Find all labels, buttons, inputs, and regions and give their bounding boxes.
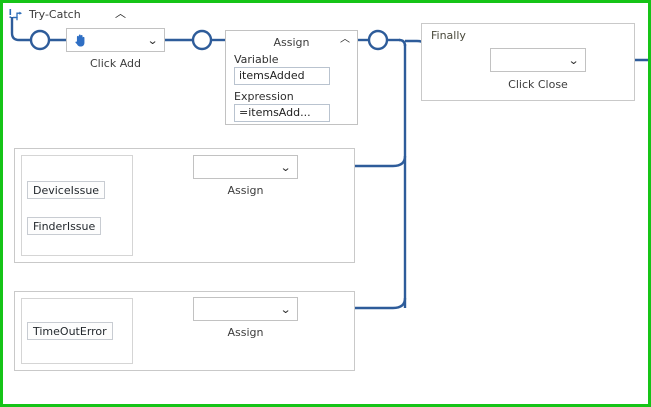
node-try-start: [29, 29, 51, 51]
expression-label: Expression: [234, 90, 294, 103]
click-add-activity-dropdown[interactable]: ⌄: [66, 28, 165, 52]
variable-label: Variable: [234, 53, 279, 66]
click-close-caption: Click Close: [508, 78, 568, 91]
catch-branch-1-exception-list: [21, 155, 133, 256]
click-add-chevron-down-icon[interactable]: ⌄: [146, 33, 159, 47]
variable-input[interactable]: itemsAdded: [234, 67, 330, 85]
try-catch-flow-icon: [9, 9, 22, 21]
assign-activity-card[interactable]: Assign ︿ Variable itemsAdded Expression …: [225, 30, 358, 125]
try-catch-collapse-chevron-icon[interactable]: ︿: [115, 7, 126, 20]
node-after-click-add: [191, 29, 213, 51]
assign-card-title: Assign: [273, 36, 310, 49]
click-close-chevron-down-icon[interactable]: ⌄: [567, 53, 580, 67]
catch-branch-1-caption: Assign: [227, 184, 264, 197]
catch-branch-1-activity-dropdown[interactable]: ⌄: [193, 155, 298, 179]
catch-branch-2-activity-dropdown[interactable]: ⌄: [193, 297, 298, 321]
node-after-assign: [367, 29, 389, 51]
catch2-chevron-down-icon[interactable]: ⌄: [279, 302, 292, 316]
exception-chip[interactable]: DeviceIssue: [27, 181, 106, 199]
catch1-chevron-down-icon[interactable]: ⌄: [279, 160, 292, 174]
hand-click-icon: [75, 34, 85, 46]
finally-label: Finally: [431, 29, 466, 42]
exception-chip[interactable]: FinderIssue: [27, 217, 102, 235]
click-close-activity-dropdown[interactable]: ⌄: [490, 48, 586, 72]
try-catch-header: Try-Catch: [9, 7, 81, 23]
expression-input[interactable]: =itemsAdd...: [234, 104, 330, 122]
assign-card-collapse-chevron-icon[interactable]: ︿: [340, 34, 350, 45]
try-catch-title: Try-Catch: [29, 8, 81, 21]
catch-branch-2-caption: Assign: [227, 326, 264, 339]
exception-chip[interactable]: TimeOutError: [27, 322, 113, 340]
click-add-caption: Click Add: [89, 57, 141, 70]
